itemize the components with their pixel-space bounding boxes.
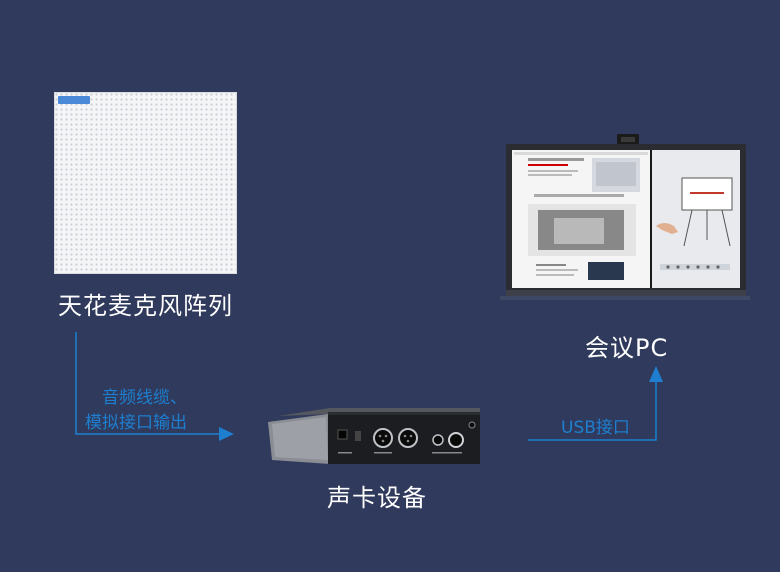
- connector-card-to-pc: [528, 380, 657, 441]
- ceiling-mic-panel-image: [54, 92, 237, 274]
- conn-label-line2: 模拟接口输出: [85, 413, 187, 433]
- mic-brand-logo: [58, 96, 90, 104]
- conn-label-line1: 音频线缆、: [102, 388, 187, 408]
- sound-card-label: 声卡设备: [327, 484, 427, 512]
- mic-array-label: 天花麦克风阵列: [58, 292, 233, 320]
- sound-card-icon: [268, 408, 480, 464]
- conn-label-usb: USB接口: [561, 418, 630, 438]
- pc-label: 会议PC: [585, 334, 669, 362]
- connector-mic-to-card: [75, 332, 222, 435]
- arrowhead-to-card: [219, 427, 234, 441]
- conference-pc-display-icon: [500, 134, 750, 304]
- arrowhead-to-pc: [649, 366, 663, 382]
